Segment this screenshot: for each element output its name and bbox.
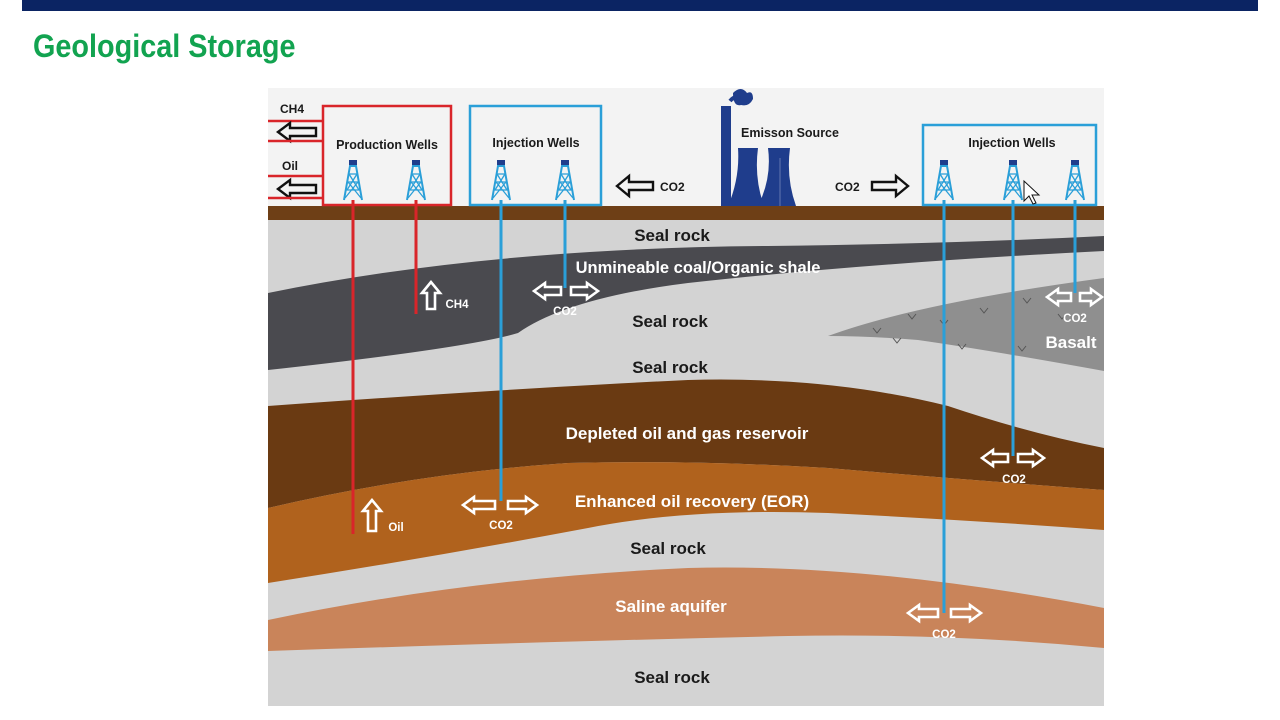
co2-saline-left-arrow-icon bbox=[905, 602, 940, 624]
co2-coal-left-arrow-icon bbox=[531, 280, 563, 302]
co2-left-arrow-icon bbox=[615, 173, 655, 199]
geological-storage-diagram: Production Wells CH4 Oil Injection Wells… bbox=[268, 88, 1105, 706]
layer-label-seal-rock-3: Seal rock bbox=[632, 358, 708, 377]
eor-layer bbox=[268, 462, 1104, 583]
layer-label-seal-rock-5: Seal rock bbox=[634, 668, 710, 687]
ch4-up-arrow-icon bbox=[419, 279, 443, 311]
basalt-layer bbox=[828, 278, 1104, 371]
ground-surface bbox=[268, 206, 1104, 220]
layer-label-basalt: Basalt bbox=[1045, 333, 1096, 352]
injection-wells-box-left bbox=[468, 104, 603, 207]
layer-label-seal-rock-2: Seal rock bbox=[632, 312, 708, 331]
co2-coal-label: CO2 bbox=[553, 306, 577, 318]
co2-basalt-right-arrow-icon bbox=[1078, 286, 1105, 308]
co2-saline-label: CO2 bbox=[932, 629, 956, 641]
co2-basalt-label: CO2 bbox=[1063, 313, 1087, 325]
saline-aquifer-layer bbox=[268, 567, 1104, 651]
co2-depleted-label: CO2 bbox=[1002, 474, 1026, 486]
slide-title: Geological Storage bbox=[33, 28, 296, 64]
mouse-cursor-icon bbox=[1023, 179, 1041, 205]
injection-wells-label-left: Injection Wells bbox=[492, 136, 579, 150]
layer-label-depleted: Depleted oil and gas reservoir bbox=[566, 424, 809, 443]
depleted-reservoir-layer bbox=[268, 379, 1104, 508]
sky-background bbox=[268, 88, 1104, 206]
co2-eor-label: CO2 bbox=[489, 520, 513, 532]
layer-label-seal-rock-4: Seal rock bbox=[630, 539, 706, 558]
production-wells-box bbox=[321, 104, 453, 207]
layer-label-saline: Saline aquifer bbox=[615, 597, 727, 616]
co2-depleted-right-arrow-icon bbox=[1016, 447, 1047, 469]
emission-source-label: Emisson Source bbox=[741, 126, 839, 140]
co2-left-arrow-label: CO2 bbox=[660, 180, 685, 194]
co2-right-arrow-icon bbox=[870, 173, 910, 199]
ch4-flow-label: CH4 bbox=[445, 299, 469, 311]
emission-plant-icon bbox=[721, 89, 796, 206]
top-banner bbox=[22, 0, 1258, 11]
co2-eor-left-arrow-icon bbox=[460, 494, 497, 516]
co2-depleted-left-arrow-icon bbox=[979, 447, 1010, 469]
oil-outflow-label: Oil bbox=[282, 159, 298, 173]
layer-label-seal-rock-1: Seal rock bbox=[634, 226, 710, 245]
coal-shale-layer bbox=[268, 236, 1104, 370]
oil-up-arrow-icon bbox=[360, 497, 384, 533]
oil-flow-label: Oil bbox=[388, 522, 403, 534]
co2-coal-right-arrow-icon bbox=[569, 280, 601, 302]
co2-eor-right-arrow-icon bbox=[506, 494, 540, 516]
injection-wells-label-right: Injection Wells bbox=[968, 136, 1055, 150]
layer-label-eor: Enhanced oil recovery (EOR) bbox=[575, 492, 809, 511]
co2-basalt-left-arrow-icon bbox=[1044, 286, 1073, 308]
layer-label-coal: Unmineable coal/Organic shale bbox=[576, 259, 821, 277]
co2-right-arrow-label: CO2 bbox=[835, 180, 860, 194]
co2-saline-right-arrow-icon bbox=[949, 602, 984, 624]
production-wells-label: Production Wells bbox=[336, 138, 438, 152]
injection-wells-box-right bbox=[921, 123, 1098, 207]
ch4-outflow-label: CH4 bbox=[280, 102, 304, 116]
